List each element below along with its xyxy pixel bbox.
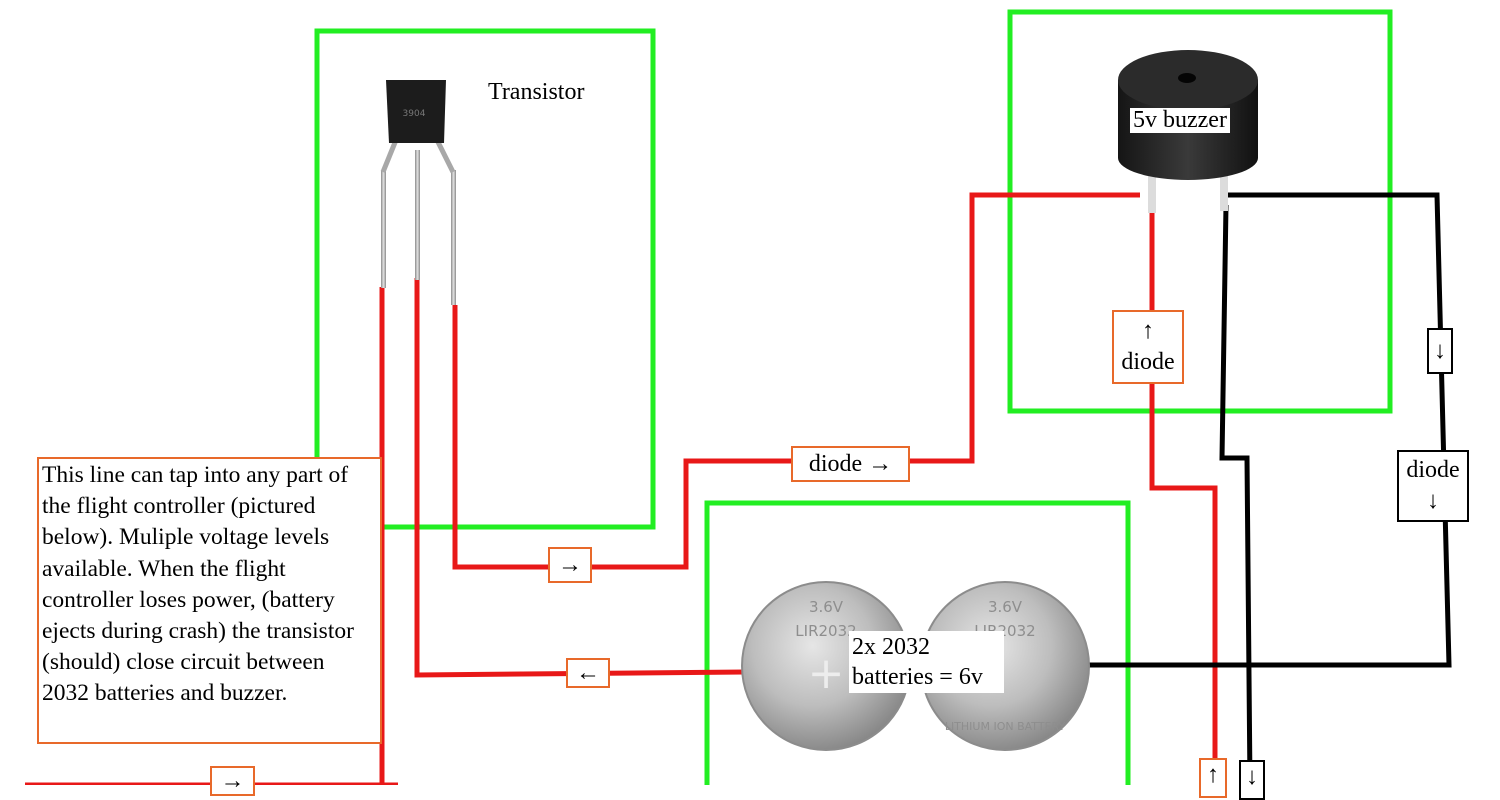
- buzzer-pin-right: [1220, 175, 1228, 211]
- buzzer-pin-left: [1148, 175, 1156, 213]
- wire-transistor-right-to-buzzer: [452, 192, 1140, 570]
- explanation-note: This line can tap into any part of the f…: [37, 457, 382, 744]
- arrow-bottom-black-label: ↓: [1239, 760, 1265, 800]
- battery-right-image: 3.6V LIR2032 LITHIUM ION BATTERY: [920, 581, 1090, 751]
- transistor-leg-right-bend: [434, 138, 456, 174]
- transistor-leg-left: [381, 170, 386, 288]
- battery-right-voltage: 3.6V: [988, 598, 1023, 616]
- buzzer-label: 5v buzzer: [1130, 107, 1230, 134]
- transistor-leg-left-bend: [380, 139, 399, 173]
- diode-buzzer-arrow: ↑: [1142, 318, 1154, 344]
- wire-buzzer-negative-to-battery: [1085, 192, 1452, 668]
- transistor-group-box: [314, 28, 656, 530]
- battery-left-plus: +: [808, 648, 845, 699]
- batteries-label: 2x 2032 batteries = 6v: [849, 631, 1004, 693]
- wire-buzzer-negative-down: [1219, 204, 1253, 785]
- wire-transistor-middle-to-battery: [414, 278, 746, 678]
- negative-wires: [1085, 192, 1452, 785]
- battery-left-model: LIR2032: [795, 622, 856, 640]
- transistor-body: [386, 80, 446, 143]
- transistor-label: Transistor: [488, 79, 585, 105]
- battery-group-box: [704, 500, 1131, 785]
- transistor-leg-right: [451, 170, 456, 305]
- diode-buzzer-label: ↑ diode: [1112, 310, 1184, 384]
- battery-left-image: 3.6V LIR2032 +: [741, 581, 911, 751]
- buzzer-hole: [1178, 73, 1196, 83]
- batteries-label-line2: batteries = 6v: [852, 664, 983, 690]
- diode-right-arrow: ↓: [1427, 488, 1439, 514]
- transistor-leg-mid: [415, 150, 420, 280]
- buzzer-group-box: [1007, 9, 1393, 414]
- arrow-bottom-left-label: →: [210, 766, 255, 796]
- battery-right-chem: LITHIUM ION BATTERY: [945, 720, 1066, 733]
- transistor-marking: 3904: [403, 109, 426, 119]
- wire-buzzer-to-bottom: [1149, 210, 1218, 785]
- positive-wires: [25, 192, 1218, 785]
- batteries-label-line1: 2x 2032: [852, 634, 930, 660]
- arrow-battery-in-label: ←: [566, 658, 610, 688]
- arrow-right-small-label: ↓: [1427, 328, 1453, 374]
- diode-right-word: diode: [1406, 457, 1460, 483]
- arrow-bottom-red-label: ↑: [1199, 758, 1227, 798]
- arrow-transistor-out-label: →: [548, 547, 592, 583]
- transistor-image: 3904: [380, 80, 456, 305]
- diode-buzzer-word: diode: [1121, 349, 1175, 375]
- battery-left-voltage: 3.6V: [809, 598, 844, 616]
- diode-mid-label: diode →: [791, 446, 910, 482]
- diode-right-label: diode ↓: [1397, 450, 1469, 522]
